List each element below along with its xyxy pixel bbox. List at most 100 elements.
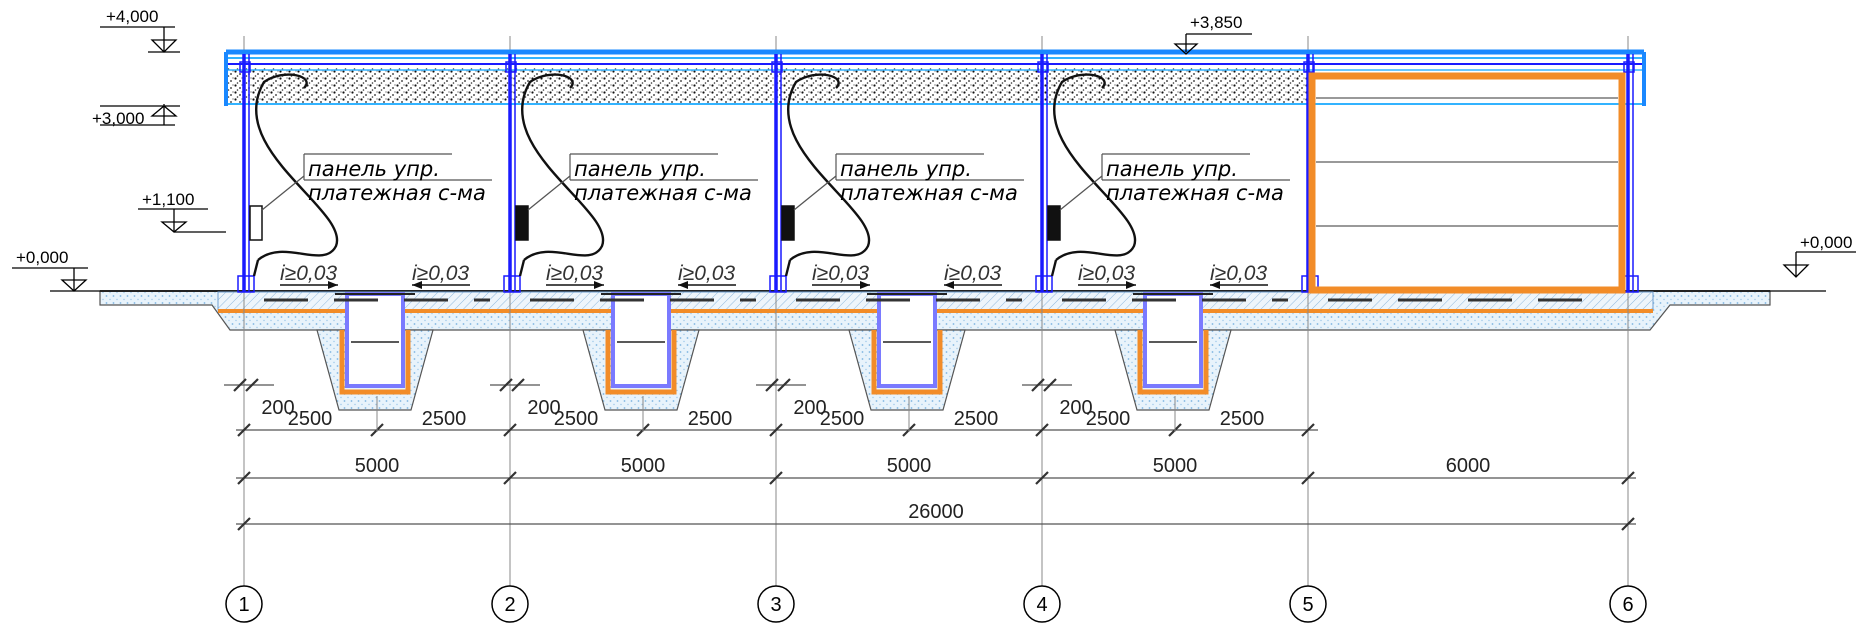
dim-tick: [1035, 471, 1049, 485]
channel-box: [877, 292, 937, 388]
label-line-1: панель упр.: [1106, 157, 1238, 181]
dim-200: 200: [1059, 397, 1092, 419]
slope-label: i≥0,03: [678, 262, 735, 285]
channel-box: [345, 292, 405, 388]
level-mark: +3,000: [92, 104, 180, 128]
channel-waterproofing: [871, 330, 943, 395]
column-base: [503, 275, 521, 293]
channel-waterproofing: [1137, 330, 1209, 395]
drainage-channels: [264, 292, 1582, 411]
column-cap: [505, 61, 517, 73]
dim-tick: [503, 423, 517, 437]
axis-bubble: [1609, 585, 1647, 623]
channel-waterproofing: [605, 330, 677, 395]
label-line-2: платежная с-ма: [308, 181, 486, 205]
slope-label: i≥0,03: [812, 262, 869, 285]
dim-tick: [1621, 517, 1635, 531]
hose-gun: [518, 259, 526, 277]
dim-bay: 5000: [1153, 455, 1198, 477]
dim-2500: 2500: [1220, 408, 1265, 430]
dim-tick: [777, 378, 791, 392]
control-panel: [1047, 205, 1061, 241]
dim-tick: [1031, 378, 1045, 392]
hose: [787, 73, 871, 261]
slope-arrow-head: [328, 281, 338, 289]
leader-line: [261, 175, 305, 211]
dim-total: 26000: [908, 501, 964, 523]
dim-2500: 2500: [688, 408, 733, 430]
hose-gun: [252, 259, 260, 277]
dim-200: 200: [527, 397, 560, 419]
slope-arrow-head: [944, 281, 954, 289]
leader-line: [1059, 175, 1103, 211]
hose: [1053, 73, 1137, 261]
channel-box: [1143, 292, 1203, 388]
level-marks: +4,000 +3,000 +1,100 +0,000 +3,: [12, 7, 1856, 292]
axis-label: 1: [238, 594, 249, 616]
control-panel: [249, 205, 263, 241]
level-label: +3,850: [1190, 13, 1242, 32]
slope-label: i≥0,03: [546, 262, 603, 285]
axis-label: 6: [1622, 594, 1633, 616]
label-line-1: панель упр.: [840, 157, 972, 181]
hose-gun: [1050, 259, 1058, 277]
dim-2500: 2500: [954, 408, 999, 430]
column-cap: [1303, 61, 1315, 73]
level-mark: +0,000: [1770, 233, 1856, 292]
dim-tick: [237, 471, 251, 485]
level-label: +0,000: [16, 248, 68, 267]
axis-bubble: [757, 585, 795, 623]
axis-bubble: [1289, 585, 1327, 623]
slope-label: i≥0,03: [412, 262, 469, 285]
dim-2500: 2500: [422, 408, 467, 430]
hose: [521, 73, 605, 261]
columns: [237, 54, 1639, 293]
control-panel: [515, 205, 529, 241]
axis-bubble: [1023, 585, 1061, 623]
axis-bubble: [225, 585, 263, 623]
level-mark: +0,000: [12, 248, 100, 292]
level-label: +1,100: [142, 190, 194, 209]
dim-tick: [511, 378, 525, 392]
label-line-1: панель упр.: [308, 157, 440, 181]
label-line-2: платежная с-ма: [1106, 181, 1284, 205]
dim-tick: [765, 378, 779, 392]
dim-2500: 2500: [288, 408, 333, 430]
column-cap: [239, 61, 251, 73]
dim-bay: 5000: [355, 455, 400, 477]
dim-tick: [503, 471, 517, 485]
column-base: [1035, 275, 1053, 293]
slope-arrow-head: [1126, 281, 1136, 289]
level-label: +4,000: [106, 7, 158, 26]
dim-tick: [1043, 378, 1057, 392]
dim-200: 200: [793, 397, 826, 419]
dim-tick: [1621, 471, 1635, 485]
dim-tick: [1301, 471, 1315, 485]
column-cap: [771, 61, 783, 73]
label-line-2: платежная с-ма: [574, 181, 752, 205]
column-base: [237, 275, 255, 293]
axis-bubble: [491, 585, 529, 623]
dim-tick: [237, 517, 251, 531]
dim-tick: [245, 378, 259, 392]
level-label: +0,000: [1800, 233, 1852, 252]
dim-tick: [1301, 423, 1315, 437]
level-label: +3,000: [92, 109, 144, 128]
hose: [255, 73, 339, 261]
dim-tick: [769, 471, 783, 485]
channel-box: [611, 292, 671, 388]
dim-tick: [499, 378, 513, 392]
dim-bay: 5000: [887, 455, 932, 477]
column-cap: [1037, 61, 1049, 73]
slope-arrow-head: [1210, 281, 1220, 289]
garage-door: [1308, 72, 1626, 294]
dim-tick: [1035, 423, 1049, 437]
axis-label: 2: [504, 594, 515, 616]
dim-2500: 2500: [820, 408, 865, 430]
dim-tick: [237, 423, 251, 437]
control-panel: [781, 205, 795, 241]
axis-label: 3: [770, 594, 781, 616]
column-base: [769, 275, 787, 293]
